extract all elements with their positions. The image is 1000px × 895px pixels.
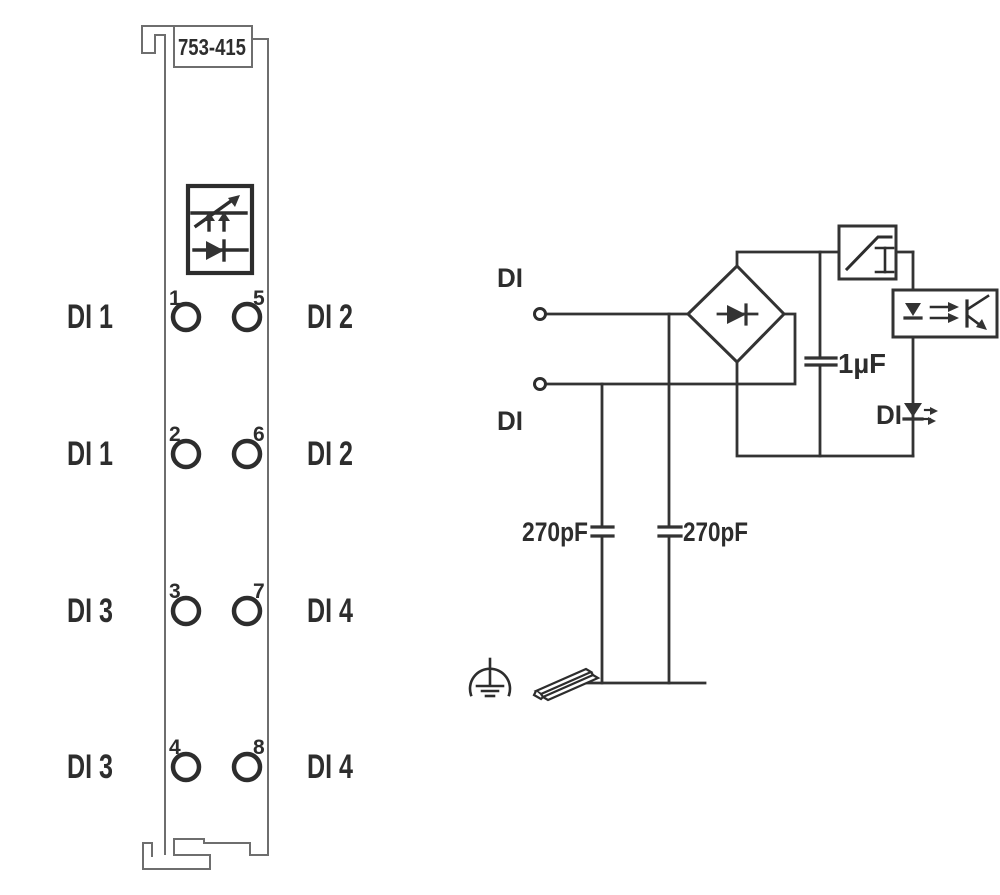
smoothing-capacitor-label: 1µF <box>838 348 886 379</box>
schematic-wires <box>544 250 915 685</box>
status-indicator-icon <box>185 183 255 276</box>
input-contact-bottom <box>533 377 547 391</box>
optocoupler-icon <box>891 288 999 339</box>
channel-label-left: DI 1 <box>67 435 113 473</box>
channel-label-right: DI 2 <box>307 435 353 473</box>
terminal-number: 5 <box>253 287 265 310</box>
opto-led-icon <box>903 303 923 320</box>
smoothing-capacitor: 1µF <box>804 348 886 379</box>
terminal-8 <box>231 751 263 783</box>
terminal-number: 7 <box>253 580 265 603</box>
opto-light-arrows-icon <box>929 302 959 323</box>
input-contact-top <box>533 307 547 321</box>
terminal-5 <box>231 301 263 333</box>
terminal-row-2: DI 1 2 6 DI 2 <box>67 423 353 473</box>
terminal-3 <box>170 595 202 627</box>
io-module-drawing: 753-415 DI 1 1 5 <box>67 25 353 870</box>
terminal-1 <box>170 301 202 333</box>
channel-label-right: DI 4 <box>307 592 353 630</box>
input-bottom-label: DI <box>497 406 523 436</box>
status-led-icon: DI <box>876 400 938 430</box>
channel-label-left: DI 3 <box>67 592 113 630</box>
filter-capacitor-left-label: 270pF <box>522 517 588 547</box>
terminal-number: 3 <box>169 580 181 603</box>
input-top-label: DI <box>497 263 523 293</box>
terminal-7 <box>231 595 263 627</box>
terminal-number: 8 <box>253 736 265 759</box>
schmitt-trigger-icon <box>837 224 898 281</box>
channel-label-right: DI 2 <box>307 298 353 336</box>
filter-capacitor-right: 270pF <box>657 517 748 547</box>
module-outline-top-left <box>141 25 174 855</box>
terminal-number: 6 <box>253 423 265 446</box>
part-number-box <box>173 25 253 68</box>
led-indicator-icon <box>190 195 248 232</box>
filter-capacitor-right-label: 270pF <box>683 517 748 547</box>
part-number: 753-415 <box>178 34 246 60</box>
channel-label-left: DI 1 <box>67 298 113 336</box>
diode-icon <box>192 239 249 262</box>
terminal-row-3: DI 3 3 7 DI 4 <box>67 580 353 630</box>
earth-ground-icon <box>468 657 512 698</box>
terminal-6 <box>231 438 263 470</box>
terminal-2 <box>170 438 202 470</box>
status-icon-box <box>185 183 255 276</box>
channel-label-left: DI 3 <box>67 748 113 786</box>
channel-label-right: DI 4 <box>307 748 353 786</box>
status-led-label: DI <box>876 400 902 430</box>
filter-capacitor-left: 270pF <box>522 517 615 547</box>
terminal-row-1: DI 1 1 5 DI 2 <box>67 287 353 336</box>
phototransistor-icon <box>965 294 990 330</box>
terminal-4 <box>170 751 202 783</box>
terminal-row-4: DI 3 4 8 DI 4 <box>67 736 353 786</box>
terminal-number: 4 <box>169 736 181 759</box>
module-outline-bottom <box>142 38 269 870</box>
bridge-rectifier-icon <box>685 263 787 365</box>
input-channel-schematic: DI DI 1µF <box>468 224 999 702</box>
terminal-number: 2 <box>169 423 181 446</box>
din-rail-icon <box>532 667 601 702</box>
